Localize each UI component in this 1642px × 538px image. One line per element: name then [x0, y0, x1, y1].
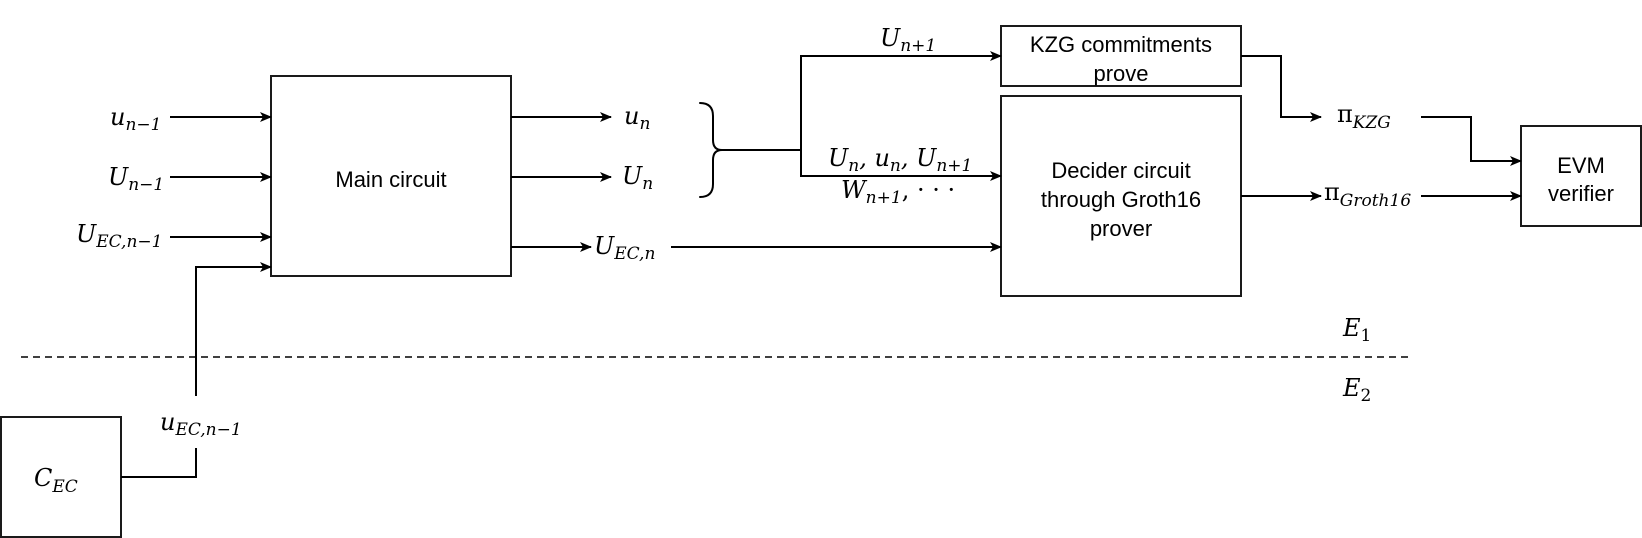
label-U-ec-n-minus-1: UEC,n−1	[76, 220, 162, 252]
grouping-brace	[699, 102, 723, 198]
label-U-n-minus-1: Un−1	[108, 163, 164, 195]
label-u-n-minus-1: un−1	[110, 103, 161, 135]
label-pi-kzg: πKZG	[1337, 100, 1391, 133]
label-u-ec-n-minus-1: uEC,n−1	[160, 408, 242, 440]
wire-c-ec-out	[121, 448, 197, 478]
label-E2: E2	[1342, 374, 1371, 406]
decider-label-line1: Decider circuit	[1051, 158, 1190, 183]
label-E1: E1	[1342, 314, 1371, 346]
wire-pi-kzg-to-evm	[1421, 116, 1522, 166]
label-decider-inputs-line2: Wn+1, · · ·	[841, 176, 955, 208]
wire-to-decider	[800, 150, 1002, 181]
wire-to-kzg	[800, 51, 1002, 150]
label-U-ec-n: UEC,n	[594, 232, 655, 264]
wire-kzg-out	[1241, 55, 1322, 122]
main-circuit-label: Main circuit	[335, 167, 446, 192]
kzg-commitments-box: KZG commitments prove	[1000, 25, 1242, 87]
label-u-n: un	[624, 102, 650, 134]
wire-u-ec-n-minus-1-up	[195, 262, 272, 396]
evm-label-line2: verifier	[1548, 181, 1614, 206]
evm-label-line1: EVM	[1557, 153, 1605, 178]
kzg-label-line2: prove	[1093, 61, 1148, 86]
label-pi-groth16: πGroth16	[1324, 178, 1411, 211]
label-U-n-plus-1: Un+1	[880, 24, 936, 56]
c-ec-label: CEC	[34, 464, 78, 497]
decider-label-line3: prover	[1090, 216, 1152, 241]
decider-label-line2: through Groth16	[1041, 187, 1201, 212]
c-ec-box: CEC	[0, 416, 122, 538]
decider-circuit-box: Decider circuit through Groth16 prover	[1000, 95, 1242, 297]
label-U-n: Un	[622, 162, 653, 194]
kzg-label-line1: KZG commitments	[1030, 32, 1212, 57]
label-decider-inputs-line1: Un, un, Un+1	[828, 144, 972, 176]
main-circuit-box: Main circuit	[270, 75, 512, 277]
evm-verifier-box: EVM verifier	[1520, 125, 1642, 227]
